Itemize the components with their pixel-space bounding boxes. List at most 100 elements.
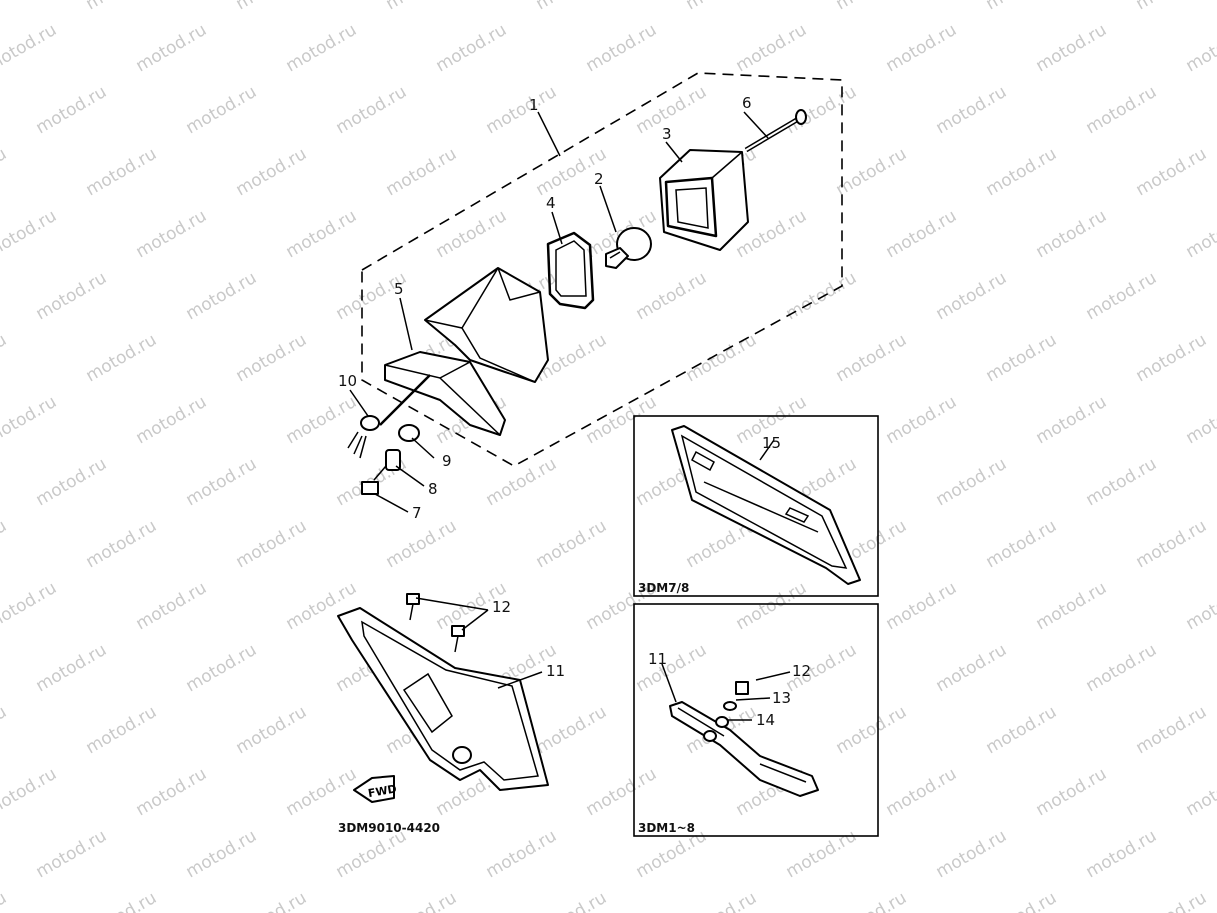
watermark-text: motod.ru bbox=[33, 640, 111, 696]
leader-lines bbox=[349, 111, 769, 689]
watermark-text: motod.ru bbox=[283, 764, 361, 820]
callout-15: 15 bbox=[762, 434, 781, 452]
watermark-text: motod.ru bbox=[983, 888, 1061, 913]
watermark-text: motod.ru bbox=[983, 330, 1061, 386]
watermark-text: motod.ru bbox=[833, 0, 911, 14]
watermark-text: motod.ru bbox=[0, 330, 10, 386]
inset-top-frame bbox=[633, 415, 879, 597]
watermark-text: motod.ru bbox=[1183, 578, 1217, 634]
callout-3: 3 bbox=[662, 125, 672, 143]
callout-labels: 1 2 3 4 5 6 7 8 9 10 11 12 15 11 12 13 1… bbox=[338, 94, 811, 729]
callout-12: 12 bbox=[492, 598, 511, 616]
watermark-text: motod.ru bbox=[233, 0, 311, 14]
watermark-text: motod.ru bbox=[433, 20, 511, 76]
callout-5: 5 bbox=[394, 280, 404, 298]
grommet-part bbox=[347, 415, 380, 459]
watermark-text: motod.ru bbox=[383, 0, 461, 14]
watermark-text: motod.ru bbox=[483, 82, 561, 138]
bulb-part bbox=[605, 227, 652, 269]
watermark-text: motod.ru bbox=[883, 578, 961, 634]
watermark-text: motod.ru bbox=[1183, 206, 1217, 262]
watermark-text: motod.ru bbox=[283, 392, 361, 448]
watermark-text: motod.ru bbox=[783, 826, 861, 882]
watermark-text: motod.ru bbox=[933, 454, 1011, 510]
watermark-text: motod.ru bbox=[1183, 392, 1217, 448]
fwd-label: FWD bbox=[367, 782, 398, 800]
watermark-text: motod.ru bbox=[683, 330, 761, 386]
watermark-text: motod.ru bbox=[0, 206, 60, 262]
watermark-text: motod.ru bbox=[233, 702, 311, 758]
watermark-text: motod.ru bbox=[933, 82, 1011, 138]
watermark-text: motod.ru bbox=[1133, 516, 1211, 572]
watermark-text: motod.ru bbox=[133, 20, 211, 76]
watermark-text: motod.ru bbox=[33, 454, 111, 510]
bolt-part bbox=[361, 465, 387, 495]
watermark-text: motod.ru bbox=[733, 578, 811, 634]
watermark-text: motod.ru bbox=[1133, 888, 1211, 913]
watermark-text: motod.ru bbox=[933, 268, 1011, 324]
washer-part bbox=[723, 701, 737, 711]
callout-13: 13 bbox=[772, 689, 791, 707]
watermark-text: motod.ru bbox=[1033, 764, 1111, 820]
watermark-text: motod.ru bbox=[33, 268, 111, 324]
collar-part bbox=[385, 449, 401, 471]
callout-6: 6 bbox=[742, 94, 752, 112]
watermark-text: motod.ru bbox=[883, 764, 961, 820]
watermark-text: motod.ru bbox=[683, 0, 761, 14]
watermark-text: motod.ru bbox=[183, 640, 261, 696]
watermark-text: motod.ru bbox=[983, 516, 1061, 572]
forward-arrow: FWD bbox=[353, 775, 398, 803]
inset-leader-lines bbox=[661, 663, 791, 721]
watermark-text: motod.ru bbox=[233, 144, 311, 200]
callout-9: 9 bbox=[442, 452, 452, 470]
watermark-text: motod.ru bbox=[583, 20, 661, 76]
watermark-text: motod.ru bbox=[1033, 206, 1111, 262]
watermark-text: motod.ru bbox=[1033, 578, 1111, 634]
watermark-text: motod.ru bbox=[1133, 144, 1211, 200]
watermark-text: motod.ru bbox=[1133, 330, 1211, 386]
watermark-text: motod.ru bbox=[883, 392, 961, 448]
watermark-text: motod.ru bbox=[0, 20, 60, 76]
callout-10: 10 bbox=[338, 372, 357, 390]
watermark-text: motod.ru bbox=[683, 888, 761, 913]
watermark-text: motod.ru bbox=[533, 702, 611, 758]
watermark-text: motod.ru bbox=[833, 330, 911, 386]
watermark-text: motod.ru bbox=[0, 144, 10, 200]
license-bracket-part bbox=[337, 607, 549, 791]
watermark-text: motod.ru bbox=[1083, 82, 1161, 138]
assembly-boundary bbox=[361, 72, 843, 467]
watermark-text: motod.ru bbox=[933, 640, 1011, 696]
watermark-text: motod.ru bbox=[1083, 268, 1161, 324]
watermark-text: motod.ru bbox=[333, 82, 411, 138]
watermark-text: motod.ru bbox=[533, 516, 611, 572]
watermark-text: motod.ru bbox=[983, 702, 1061, 758]
taillight-base-part bbox=[379, 267, 549, 436]
watermark-text: motod.ru bbox=[833, 702, 911, 758]
callout-14: 14 bbox=[756, 711, 775, 729]
inset-bottom-frame bbox=[633, 603, 879, 837]
license-bracket-small-part bbox=[669, 701, 819, 797]
watermark-text: motod.ru bbox=[83, 516, 161, 572]
watermark-text: motod.ru bbox=[0, 516, 10, 572]
watermark-text: motod.ru bbox=[833, 144, 911, 200]
watermark-text: motod.ru bbox=[483, 826, 561, 882]
watermark-text: motod.ru bbox=[0, 0, 10, 14]
watermark-text: motod.ru bbox=[83, 144, 161, 200]
watermark-text: motod.ru bbox=[583, 764, 661, 820]
watermark-text: motod.ru bbox=[1133, 702, 1211, 758]
watermark-text: motod.ru bbox=[83, 888, 161, 913]
watermark-text: motod.ru bbox=[183, 454, 261, 510]
watermark-text: motod.ru bbox=[883, 20, 961, 76]
watermark-text: motod.ru bbox=[83, 0, 161, 14]
callout-7: 7 bbox=[412, 504, 422, 522]
watermark-text: motod.ru bbox=[283, 206, 361, 262]
watermark-text: motod.ru bbox=[933, 826, 1011, 882]
watermark-text: motod.ru bbox=[633, 268, 711, 324]
license-bracket-alt-part bbox=[671, 425, 861, 585]
watermark-text: motod.ru bbox=[583, 392, 661, 448]
watermark-text: motod.ru bbox=[133, 392, 211, 448]
watermark-text: motod.ru bbox=[883, 206, 961, 262]
callout-4: 4 bbox=[546, 194, 556, 212]
callout-11-inset: 11 bbox=[648, 650, 667, 668]
